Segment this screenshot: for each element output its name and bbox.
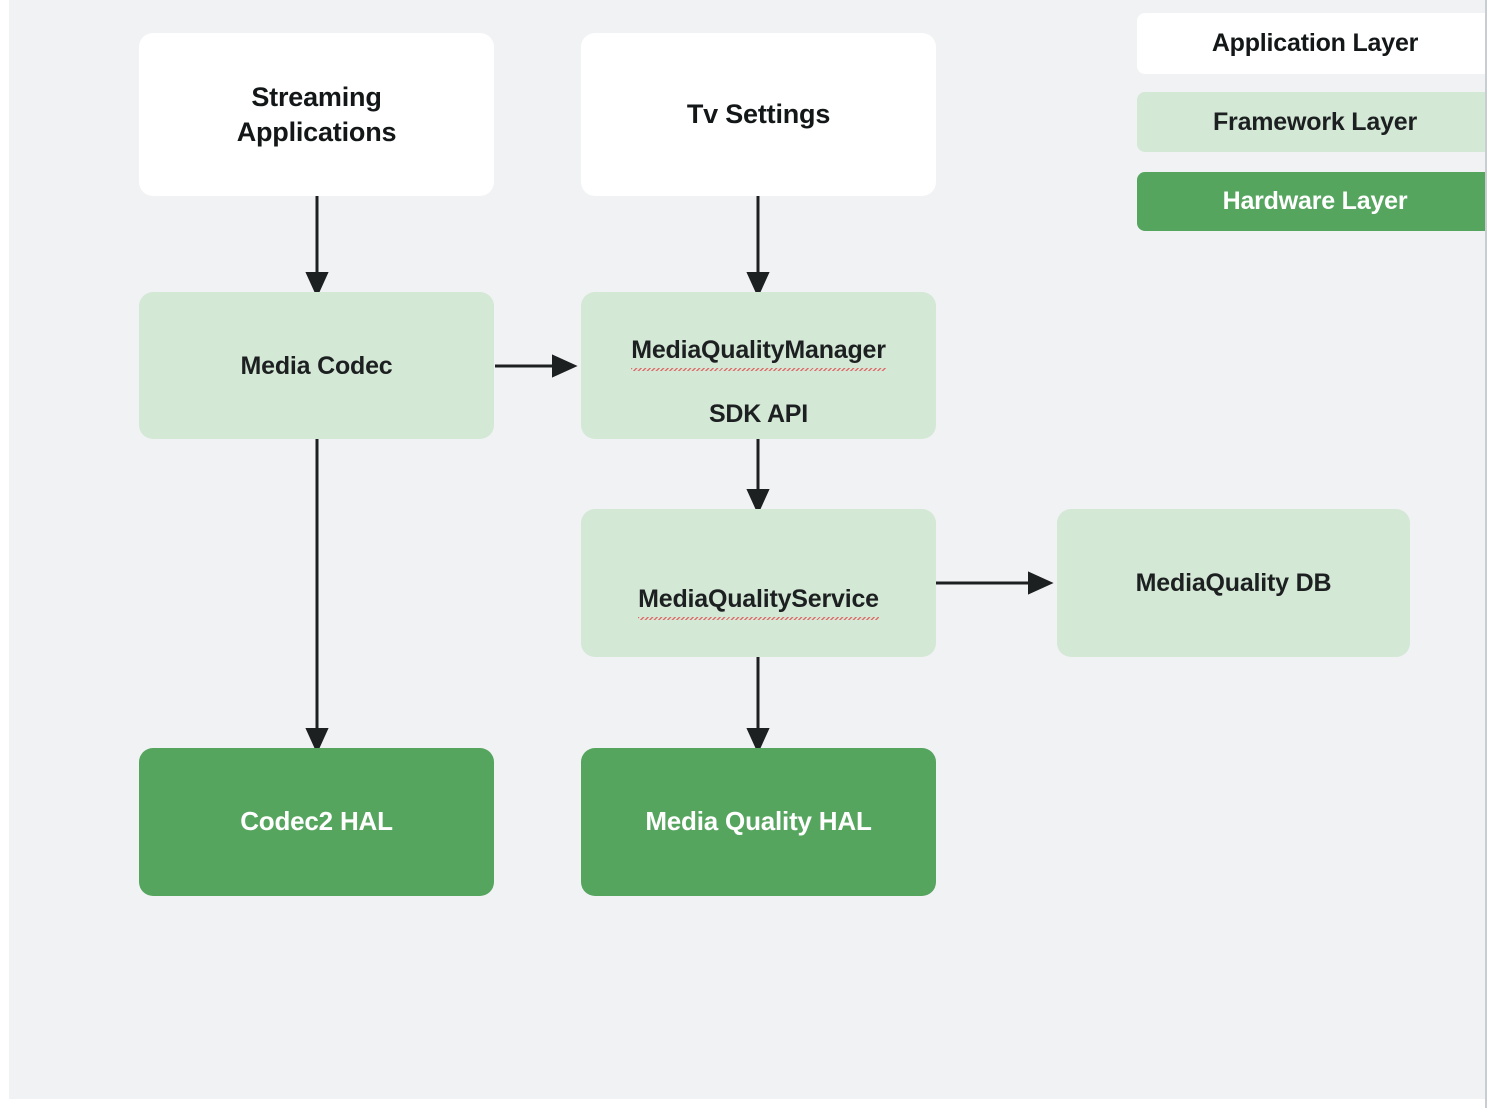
legend-item-hardware-layer-label: Hardware Layer: [1222, 187, 1408, 215]
node-media-codec[interactable]: Media Codec: [139, 292, 494, 439]
node-mediaqualityservice-label: MediaQualityService: [624, 551, 893, 620]
node-streaming-applications-label: Streaming Applications: [236, 81, 397, 147]
node-tv-settings-label: Tv Settings: [686, 99, 831, 130]
legend-item-application-layer: Application Layer: [1137, 13, 1486, 74]
node-mediaqualitymanager-sdk-api[interactable]: MediaQualityManager SDK API: [581, 292, 936, 439]
right-edge-rule: [1485, 0, 1487, 1108]
node-codec2-hal[interactable]: Codec2 HAL: [139, 748, 494, 896]
node-codec2-hal-label: Codec2 HAL: [240, 806, 393, 837]
node-streaming-applications[interactable]: Streaming Applications: [139, 33, 494, 196]
node-media-codec-label: Media Codec: [240, 351, 393, 380]
legend-item-application-layer-label: Application Layer: [1211, 29, 1419, 57]
node-mediaqualityservice-text: MediaQualityService: [638, 585, 879, 620]
diagram-canvas: Streaming Applications Tv Settings Media…: [9, 0, 1486, 1099]
node-media-quality-hal[interactable]: Media Quality HAL: [581, 748, 936, 896]
node-mediaqualitymanager-line1: MediaQualityManager: [631, 335, 886, 371]
legend-item-hardware-layer: Hardware Layer: [1137, 172, 1486, 231]
legend-item-framework-layer-label: Framework Layer: [1212, 107, 1418, 136]
node-mediaqualityservice[interactable]: MediaQualityService: [581, 509, 936, 657]
legend-item-framework-layer: Framework Layer: [1137, 92, 1486, 152]
node-tv-settings[interactable]: Tv Settings: [581, 33, 936, 196]
legend: Application Layer Framework Layer Hardwa…: [1137, 13, 1486, 231]
node-mediaqualitymanager-line2: SDK API: [708, 399, 809, 428]
node-mediaqualitymanager-sdk-api-label: MediaQualityManager SDK API: [617, 302, 900, 430]
node-mediaquality-db[interactable]: MediaQuality DB: [1057, 509, 1410, 657]
node-media-quality-hal-label: Media Quality HAL: [645, 806, 872, 837]
node-mediaquality-db-label: MediaQuality DB: [1135, 569, 1332, 597]
